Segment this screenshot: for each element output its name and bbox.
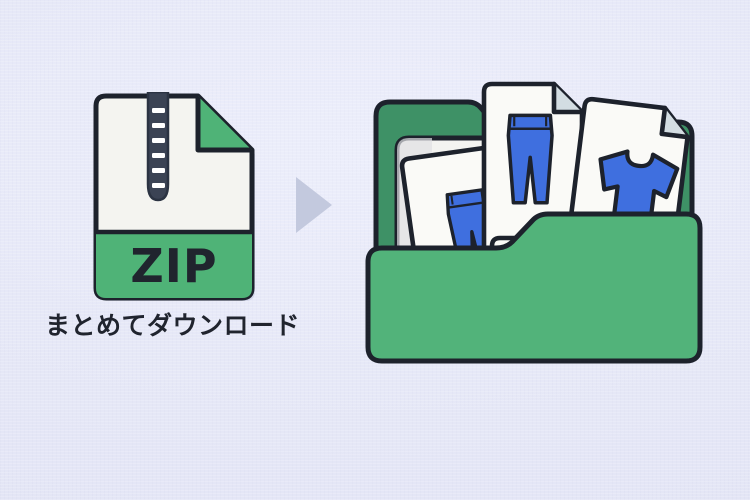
zipper-group (146, 92, 170, 202)
folder-front-panel[interactable] (365, 211, 703, 364)
doc-card-fold-edge (659, 105, 690, 140)
zip-folded-corner-edge (195, 96, 252, 153)
doc-card-fold-edge (551, 81, 585, 115)
zip-file-icon[interactable]: ZIP (86, 92, 262, 308)
zipper-teeth (152, 108, 165, 188)
doc-card-fold (661, 108, 688, 138)
arrow-right-icon (296, 177, 332, 233)
zip-label-band (96, 232, 252, 298)
zip-folded-corner (198, 96, 252, 150)
doc-card-fold (554, 84, 582, 112)
jeans-icon (506, 113, 554, 205)
caption-text: まとめてダウンロード (44, 311, 300, 340)
open-folder[interactable] (362, 78, 712, 374)
zip-label-text: ZIP (130, 239, 217, 293)
